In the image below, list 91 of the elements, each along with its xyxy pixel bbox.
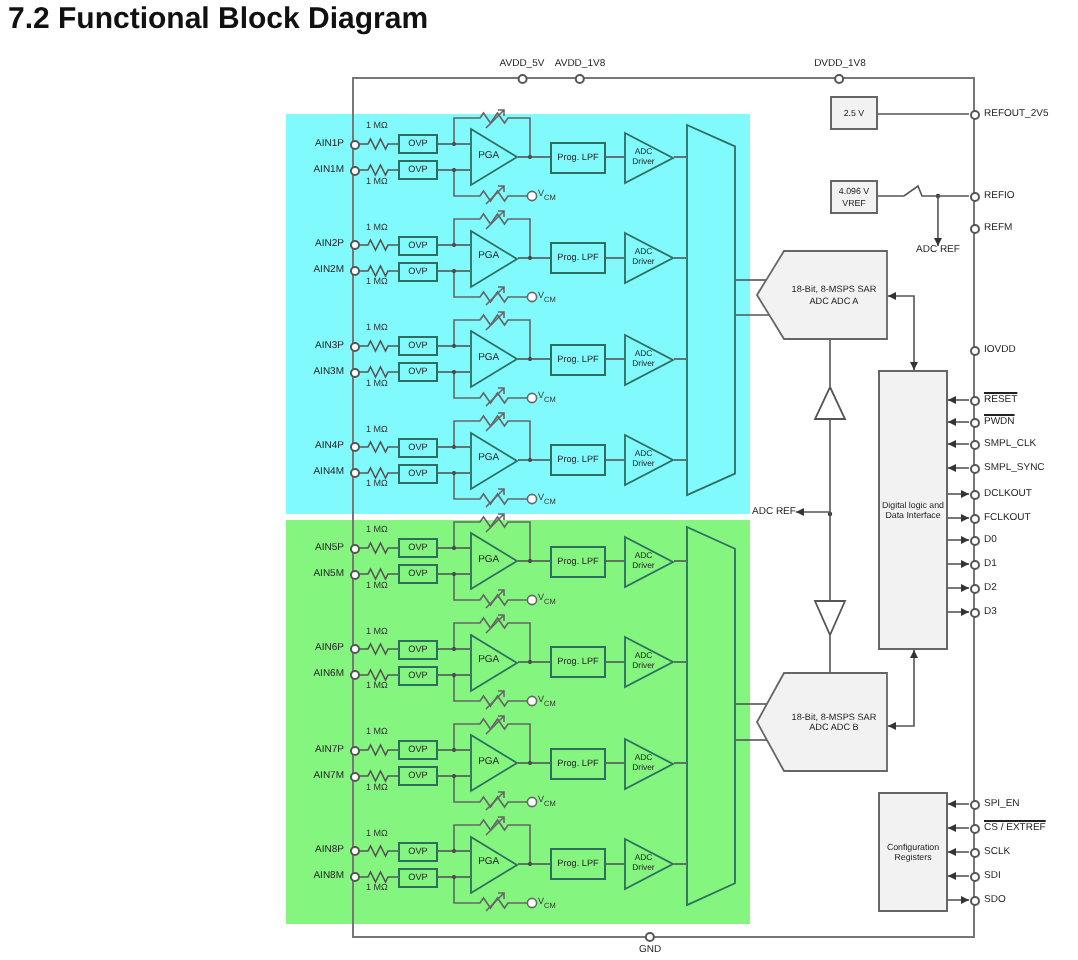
connector-line: [358, 163, 399, 177]
arrow: [947, 824, 970, 832]
connector-line: [437, 446, 471, 448]
connector-line: [605, 560, 625, 562]
connector-line: [437, 345, 471, 347]
buffer-triangle: [814, 386, 846, 420]
connector-line: [517, 257, 551, 259]
connector-line: [605, 661, 625, 663]
arrow: [947, 896, 970, 904]
connector-line: [437, 573, 471, 575]
connector-line: [735, 703, 768, 705]
connector-line: [877, 113, 970, 115]
connector-line: [437, 371, 471, 373]
arrow: [947, 560, 970, 568]
arrow: [947, 536, 970, 544]
highlight-region: [286, 114, 750, 514]
connector-line: [437, 775, 471, 777]
connector-line: [358, 870, 399, 884]
connector-line: [358, 541, 399, 555]
connector-line: [358, 769, 399, 783]
diagram-title: 7.2 Functional Block Diagram: [8, 2, 429, 36]
connector-line: [437, 674, 471, 676]
arrow: [947, 396, 970, 404]
connector-line: [673, 156, 687, 158]
connector-line: [358, 264, 399, 278]
arrow: [947, 848, 970, 856]
connector-line: [605, 863, 625, 865]
connector-line: [437, 876, 471, 878]
connector-line: [673, 257, 687, 259]
connector-line: [605, 358, 625, 360]
connector-line: [437, 244, 471, 246]
connector-line: [517, 156, 551, 158]
connector-line: [605, 156, 625, 158]
connector-line: [437, 850, 471, 852]
connector-line: [517, 560, 551, 562]
connector-line: [437, 270, 471, 272]
connector-line: [673, 863, 687, 865]
connector-line: [605, 257, 625, 259]
arrow: [933, 195, 942, 247]
connector-line: [517, 358, 551, 360]
connector-line: [735, 279, 768, 281]
connector-line: [673, 661, 687, 663]
connector-line: [517, 863, 551, 865]
connector-line: [358, 365, 399, 379]
arrow: [947, 490, 970, 498]
arrow: [947, 440, 970, 448]
arrow: [887, 292, 918, 371]
arrow: [887, 649, 918, 730]
connector-line: [358, 743, 399, 757]
connector-line: [829, 419, 831, 601]
connector-line: [517, 459, 551, 461]
connector-line: [517, 661, 551, 663]
connector-line: [358, 238, 399, 252]
connector-line: [358, 668, 399, 682]
arrow: [795, 508, 831, 516]
buffer-triangle: [814, 600, 846, 636]
connector-line: [605, 459, 625, 461]
connector-line: [517, 762, 551, 764]
multiplexer-trapezoid: [686, 124, 736, 496]
arrow: [947, 872, 970, 880]
connector-line: [877, 184, 970, 197]
connector-line: [437, 472, 471, 474]
connector-line: [358, 466, 399, 480]
connector-line: [735, 739, 768, 741]
connector-line: [358, 642, 399, 656]
connector-line: [673, 459, 687, 461]
connector-line: [829, 339, 831, 387]
connector-line: [437, 749, 471, 751]
connector-line: [437, 648, 471, 650]
connector-line: [437, 169, 471, 171]
connector-line: [673, 560, 687, 562]
arrow: [947, 464, 970, 472]
connector-line: [605, 762, 625, 764]
connector-line: [358, 137, 399, 151]
connector-line: [437, 143, 471, 145]
highlight-region: [286, 520, 750, 924]
arrow: [947, 584, 970, 592]
connector-line: [673, 762, 687, 764]
arrow: [947, 608, 970, 616]
arrow: [947, 800, 970, 808]
connector-line: [673, 358, 687, 360]
arrow: [947, 514, 970, 522]
connector-line: [437, 547, 471, 549]
arrow: [947, 418, 970, 426]
connector-line: [358, 440, 399, 454]
connector-line: [358, 844, 399, 858]
connector-line: [735, 314, 771, 316]
connector-line: [829, 635, 831, 673]
connector-line: [358, 339, 399, 353]
connector-line: [358, 567, 399, 581]
multiplexer-trapezoid: [686, 526, 736, 906]
